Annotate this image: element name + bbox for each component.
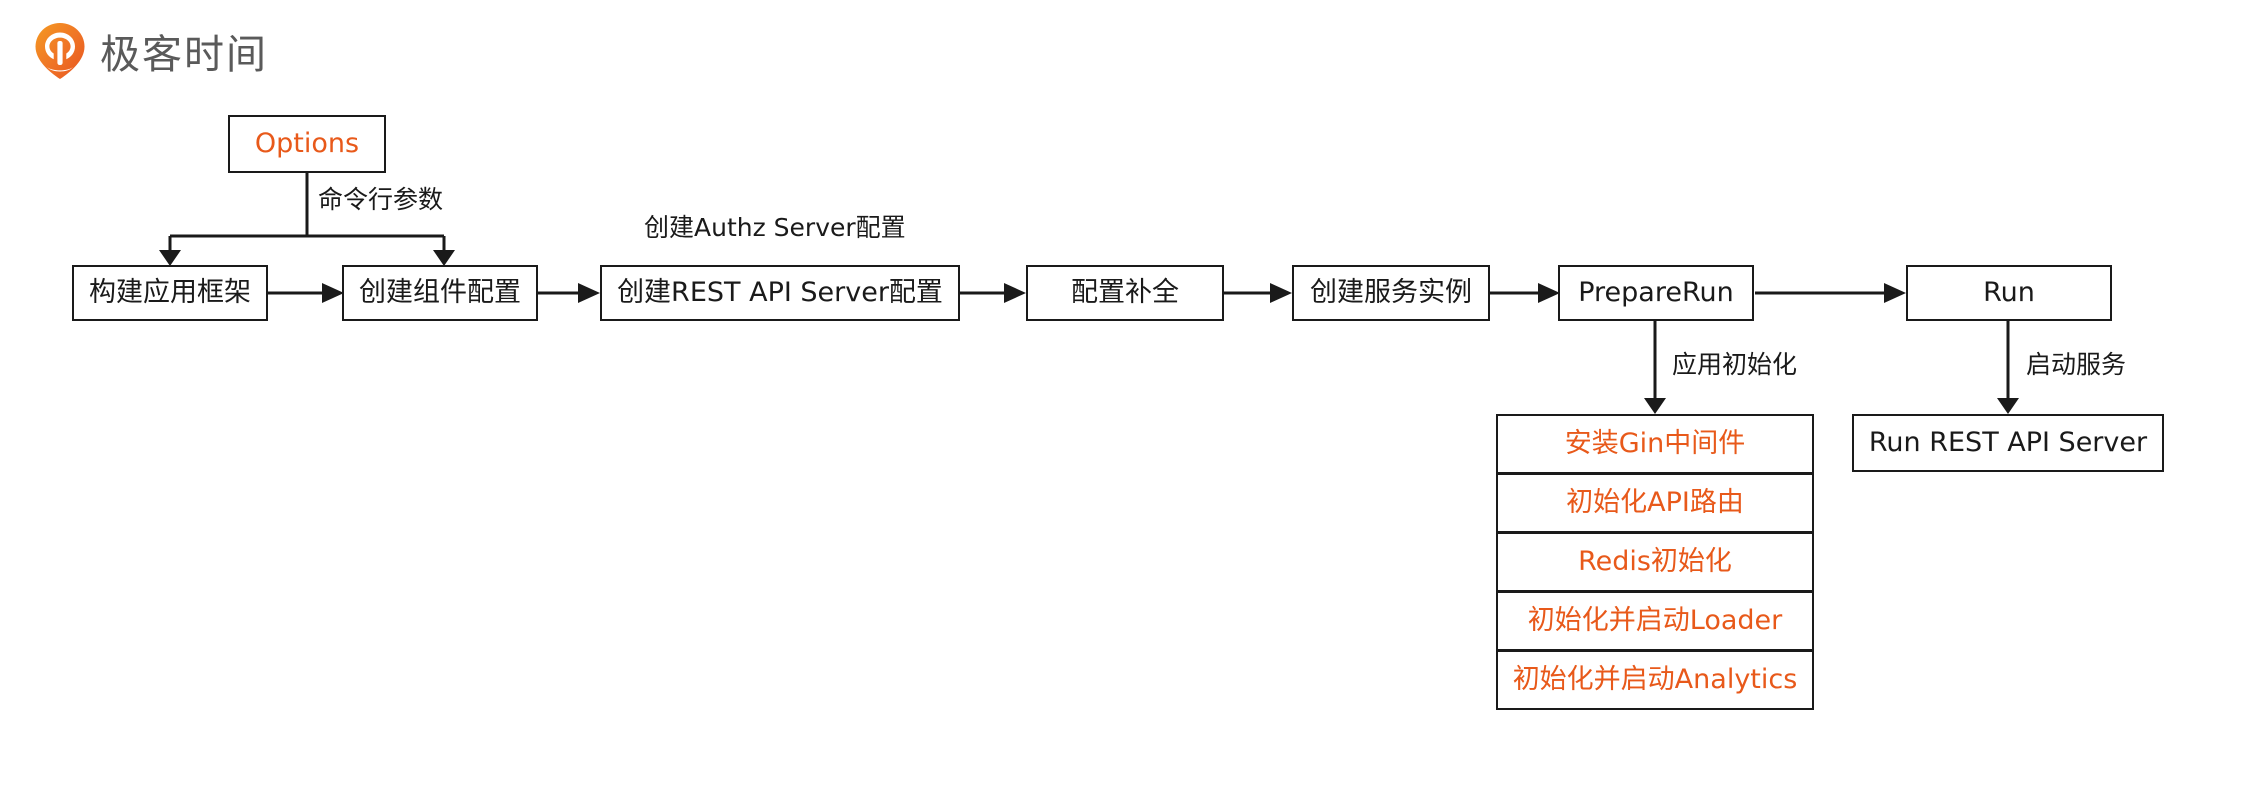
edge-label-app-init: 应用初始化	[1672, 350, 1798, 379]
node-init-api-routes[interactable]: 初始化API路由	[1496, 473, 1814, 533]
node-init-start-loader[interactable]: 初始化并启动Loader	[1496, 591, 1814, 651]
brand-name: 极客时间	[100, 32, 268, 78]
edge-6-7	[1755, 283, 1906, 303]
edge-1-2	[268, 283, 344, 303]
node-run-rest-api-server[interactable]: Run REST API Server	[1852, 414, 2164, 472]
node-create-service-instance[interactable]: 创建服务实例	[1292, 265, 1490, 321]
edge-2-3	[538, 283, 600, 303]
edge-label-authz-server-config: 创建Authz Server配置	[644, 213, 906, 242]
edge-label-command-line-args: 命令行参数	[318, 185, 444, 214]
geektime-pin-logo-icon	[35, 23, 85, 79]
node-build-app-framework[interactable]: 构建应用框架	[72, 265, 268, 321]
node-init-start-analytics[interactable]: 初始化并启动Analytics	[1496, 650, 1814, 710]
edge-5-6	[1490, 283, 1560, 303]
edge-run-restapi	[1997, 321, 2019, 414]
node-init-redis[interactable]: Redis初始化	[1496, 532, 1814, 592]
edge-preparerun-children	[1644, 321, 1666, 414]
node-create-component-config[interactable]: 创建组件配置	[342, 265, 538, 321]
node-run[interactable]: Run	[1906, 265, 2112, 321]
node-install-gin-middleware[interactable]: 安装Gin中间件	[1496, 414, 1814, 474]
brand-logo: 极客时间	[34, 22, 268, 80]
edge-4-5	[1224, 283, 1292, 303]
node-config-completion[interactable]: 配置补全	[1026, 265, 1224, 321]
edge-label-start-service: 启动服务	[2026, 350, 2127, 379]
node-options[interactable]: Options	[228, 115, 386, 173]
node-prepare-run[interactable]: PrepareRun	[1558, 265, 1754, 321]
node-create-rest-api-server-config[interactable]: 创建REST API Server配置	[600, 265, 960, 321]
edge-3-4	[960, 283, 1026, 303]
